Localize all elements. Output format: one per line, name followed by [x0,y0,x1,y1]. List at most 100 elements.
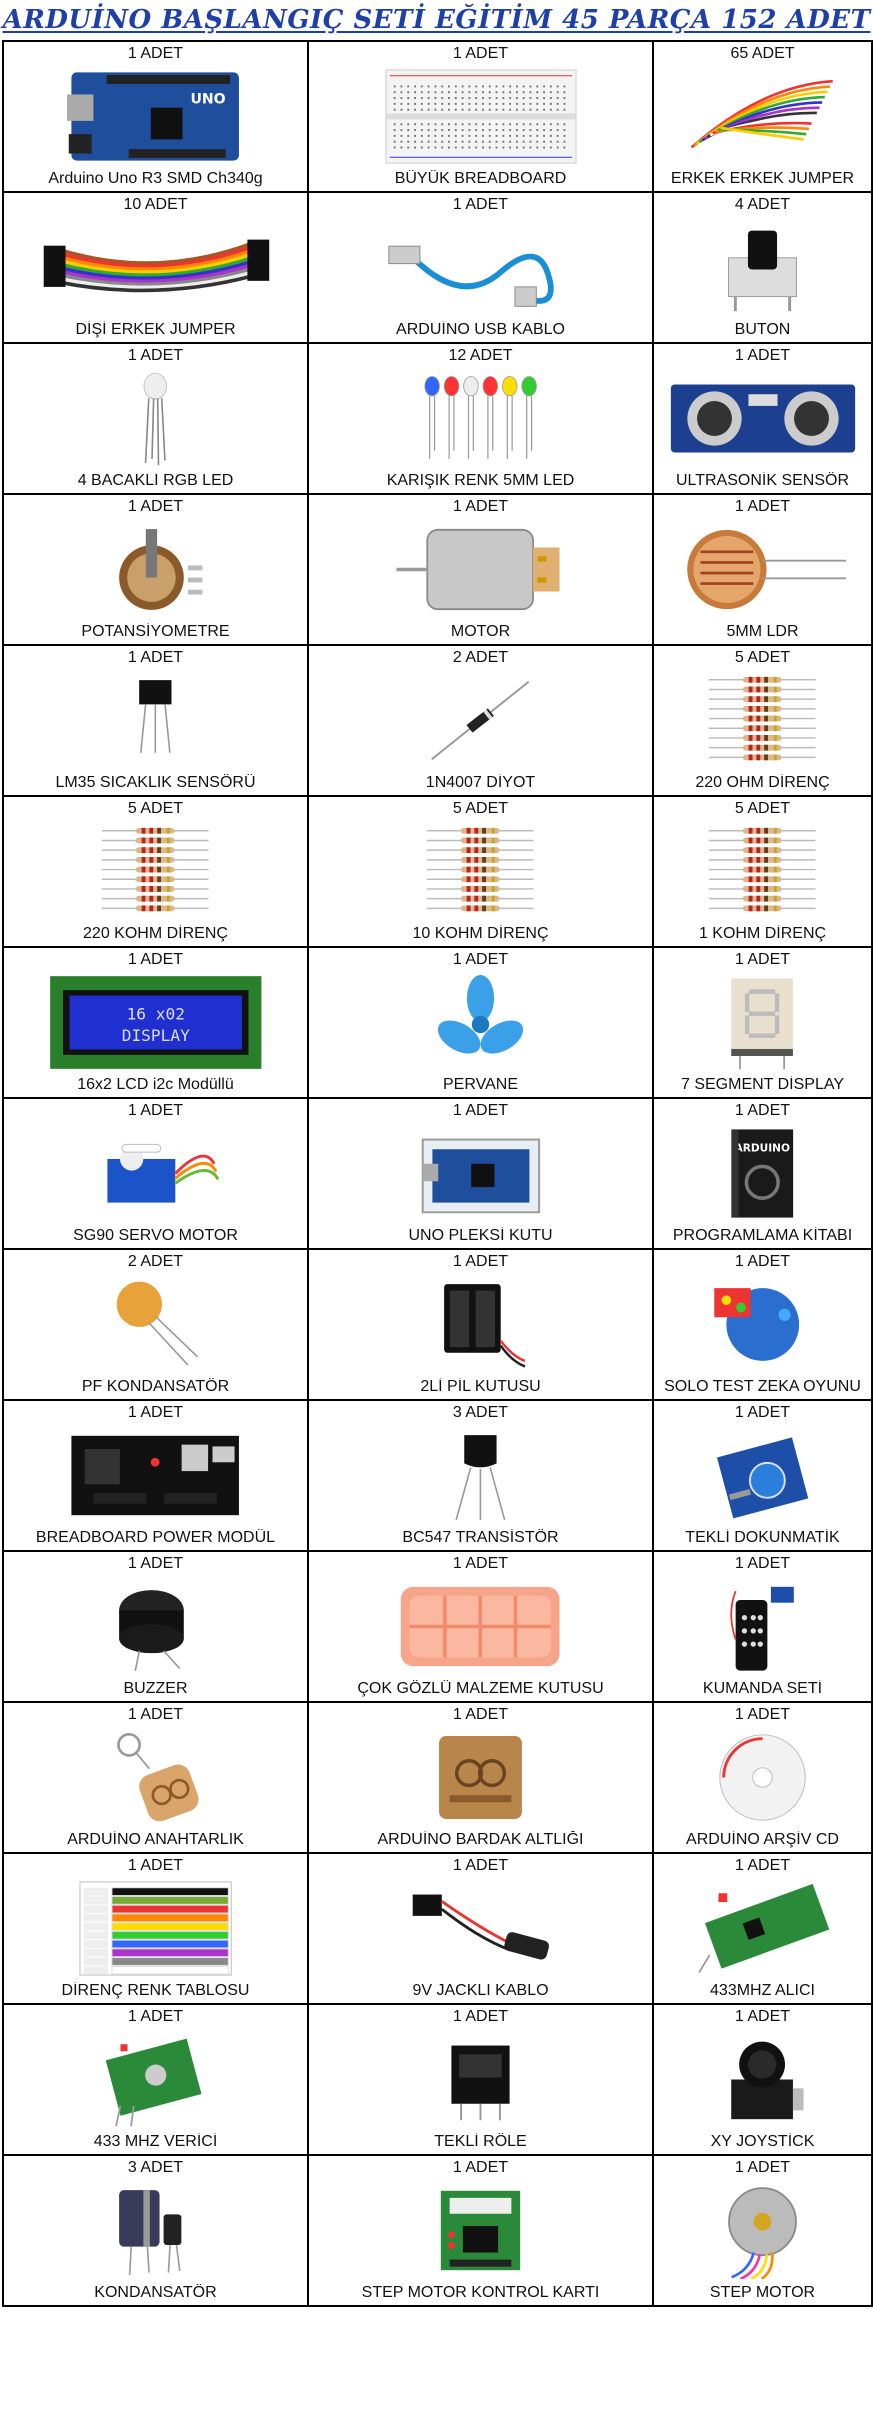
color-leds-icon [309,370,652,467]
item-name: TEKLİ DOKUNMATİK [685,1529,840,1546]
ceramic-capacitor-icon [4,1276,307,1373]
item-quantity: 65 ADET [730,45,795,62]
item-quantity: 1 ADET [127,649,184,666]
organizer-box-icon [309,1578,652,1675]
item-quantity: 1 ADET [734,1706,791,1723]
acrylic-case-icon [309,1125,652,1222]
item-quantity: 5 ADET [734,800,791,817]
item-name: DİŞİ ERKEK JUMPER [75,321,236,338]
item-quantity: 1 ADET [127,498,184,515]
item-name: ÇOK GÖZLÜ MALZEME KUTUSU [357,1680,604,1697]
book-cover-title: ARDUINO [735,1142,790,1154]
kit-item: 10 ADET DİŞİ ERKEK JUMPER [4,193,307,342]
item-quantity: 1 ADET [734,1404,791,1421]
resistors-icon [4,823,307,920]
item-name: STEP MOTOR KONTROL KARTI [361,2284,600,2301]
item-quantity: 10 ADET [123,196,188,213]
item-quantity: 5 ADET [452,800,509,817]
puzzle-game-icon [654,1276,871,1373]
item-quantity: 2 ADET [127,1253,184,1270]
item-name: 433 MHZ VERİCİ [93,2133,218,2150]
buzzer-icon [4,1578,307,1675]
color-table-icon [4,1880,307,1977]
book-icon: ARDUINO [654,1125,871,1222]
item-quantity: 1 ADET [127,951,184,968]
ribbon-jumper-icon [4,219,307,316]
item-quantity: 1 ADET [127,1404,184,1421]
item-quantity: 1 ADET [127,1102,184,1119]
item-name: KARIŞIK RENK 5MM LED [386,472,575,489]
item-name: 9V JACKLI KABLO [412,1982,549,1999]
item-name: 16x2 LCD i2c Modüllü [77,1076,234,1093]
item-quantity: 1 ADET [452,196,509,213]
item-name: BÜYÜK BREADBOARD [394,170,567,187]
kit-item-cell: 10 ADET DİŞİ ERKEK JUMPER [2,191,309,344]
item-name: ERKEK ERKEK JUMPER [670,170,855,187]
item-name: ARDUİNO ARŞİV CD [686,1831,839,1848]
lcd-line-1: 16 x02 [126,1004,184,1023]
transistor-icon [309,1427,652,1524]
diode-icon [309,672,652,769]
item-name: KONDANSATÖR [94,2284,217,2301]
kit-item-cell: 1 ADET ULTRASONİK SENSÖR [652,342,873,495]
capacitor-icon [4,2182,307,2279]
kit-item: 1 ADET ARDUİNO ARŞİV CD [654,1703,871,1852]
battery-holder-icon [309,1276,652,1373]
item-quantity: 1 ADET [734,2008,791,2025]
item-name: BREADBOARD POWER MODÜL [35,1529,276,1546]
item-quantity: 1 ADET [734,1102,791,1119]
item-quantity: 1 ADET [452,951,509,968]
item-name: 220 KOHM DİRENÇ [83,925,228,942]
item-name: 433MHZ ALICI [710,1982,815,1999]
usb-cable-icon [309,219,652,316]
item-quantity: 1 ADET [452,1102,509,1119]
kit-item-cell: 65 ADET ERKEK ERKEK JUMPER [652,40,873,193]
resistors-icon [309,823,652,920]
jumper-wires-icon [654,68,871,165]
item-quantity: 1 ADET [127,347,184,364]
kit-item-cell: 1 ADET POTANSİYOMETRE [2,493,309,646]
ldr-icon [654,521,871,618]
item-name: POTANSİYOMETRE [81,623,230,640]
item-quantity: 1 ADET [734,1555,791,1572]
item-quantity: 2 ADET [452,649,509,666]
item-name: MOTOR [450,623,511,640]
kit-item-cell: 1 ADET ARDUİNO ARŞİV CD [652,1701,873,1854]
item-quantity: 1 ADET [734,347,791,364]
item-name: ULTRASONİK SENSÖR [675,472,850,489]
